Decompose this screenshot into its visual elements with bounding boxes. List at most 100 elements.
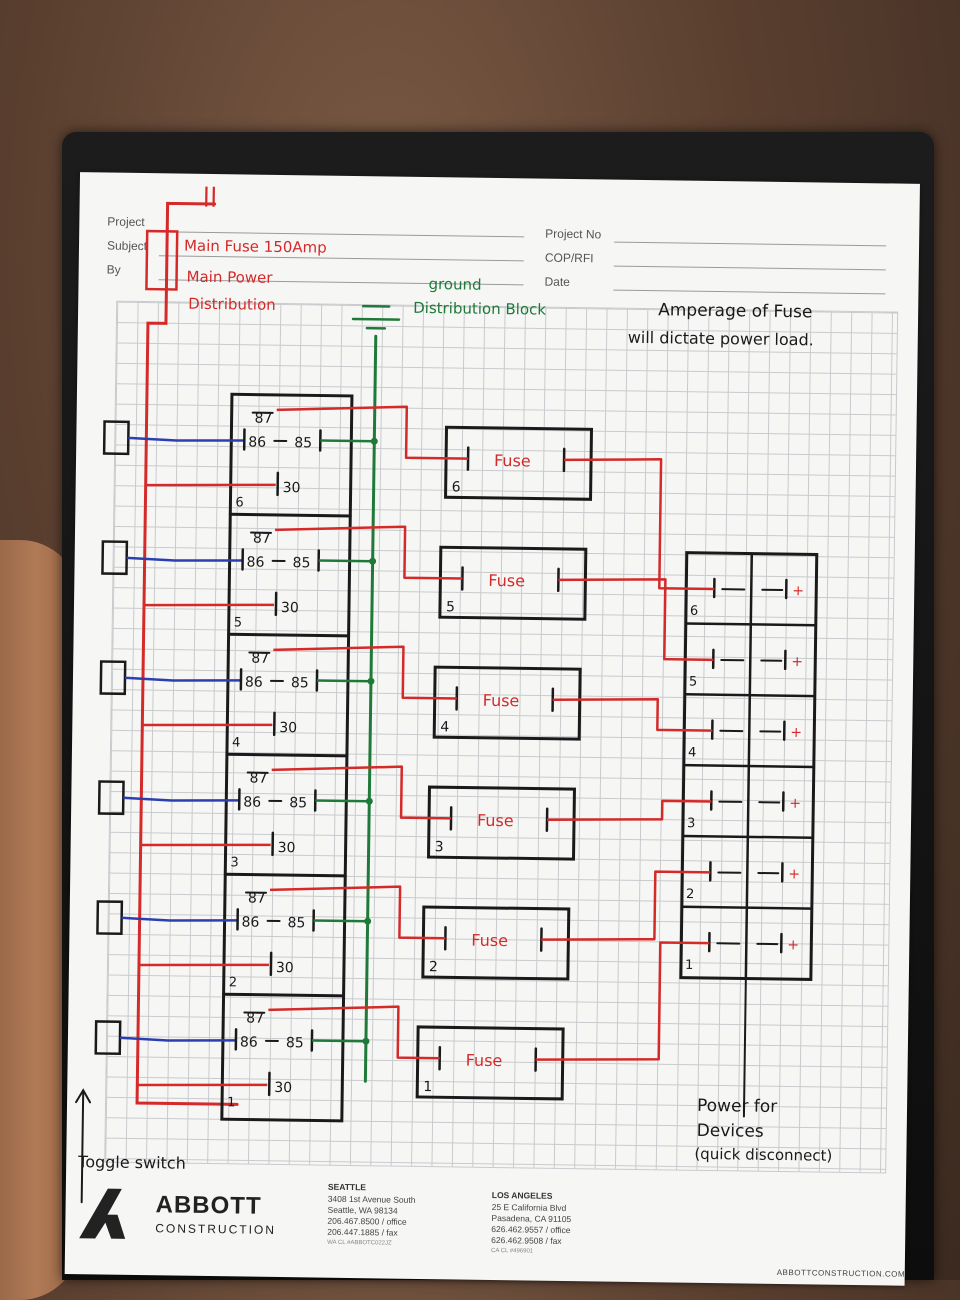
fuse-label: Fuse [471,931,508,951]
fuse-label: Fuse [488,571,525,591]
relay-number: 3 [230,855,238,870]
terminal-divider-row [683,836,813,838]
fuse-number: 1 [423,1079,432,1095]
fuse-number: 2 [429,959,438,975]
toggle-note: Toggle switch [77,1152,186,1173]
pin-85-label: 85 [289,795,307,811]
pin-30-label: 30 [279,720,297,736]
terminal-number: 5 [689,675,697,690]
terminal-number: 3 [687,816,695,831]
relay-divider [224,994,344,996]
ground-wire [315,800,369,801]
distribution-note: Distribution [188,295,276,314]
pin-30-feed [144,603,274,607]
pin-30-feed [142,723,272,727]
relay-number: 4 [232,735,240,750]
ground-bus [365,336,375,1081]
main-fuse-box [146,231,177,289]
la-title: LOS ANGELES [492,1190,553,1201]
pin-30-feed [141,843,271,847]
main-fuse-lead [167,203,214,229]
ground-block-note: Distribution Block [413,299,546,319]
relay-divider [225,874,345,876]
relay-divider [227,754,347,756]
amperage-note-2: will dictate power load. [628,328,814,350]
pin-30-label: 30 [281,600,299,616]
relay-number: 2 [229,975,237,990]
ground-wire [312,1040,366,1041]
pin-30-label: 30 [278,840,296,856]
terminal-divider-row [685,694,815,696]
main-fuse-note: Main Fuse 150Amp [184,237,327,257]
toggle-switch-box [104,422,128,454]
toggle-switch-box [101,661,125,693]
pin-86-label: 86 [246,555,264,571]
ground-junction [364,918,371,925]
terminal-number: 2 [686,887,694,902]
pin-30-feed [146,483,276,487]
power-note-2: Devices [697,1121,764,1142]
amperage-note-1: Amperage of Fuse [658,300,812,322]
la-license: CA CL #496901 [491,1248,533,1255]
relay-number: 6 [235,495,243,510]
relay-divider [230,514,350,516]
terminal-plus: + [790,725,802,741]
relay-divider [229,634,349,636]
fuse-label: Fuse [477,811,514,831]
fuse-number: 6 [452,479,461,495]
terminal-plus: + [787,937,799,953]
ground-junction [367,678,374,685]
pin-85-label: 85 [291,675,309,691]
pin-30-label: 30 [274,1080,292,1096]
ground-junction [371,438,378,445]
logo-wordmark: ABBOTT [155,1191,261,1220]
pin-85-label: 85 [292,555,310,571]
terminal-number: 4 [688,745,696,760]
seattle-title: SEATTLE [328,1182,366,1193]
pin-30-feed [139,963,269,967]
terminal-number: 6 [690,604,698,619]
terminal-divider-row [682,907,812,909]
pin-86-label: 86 [241,914,259,930]
ground-wire [320,441,374,442]
ground-junction [362,1038,369,1045]
fuse-number: 5 [446,599,455,615]
ground-wire [317,680,371,681]
terminal-plus: + [792,583,804,599]
pin-86-label: 86 [243,794,261,810]
ground-wire [319,561,373,562]
project-mark: || [203,183,218,207]
main-power-bus [137,228,249,1104]
pin-30-label: 30 [276,960,294,976]
relay-number: 5 [234,615,242,630]
fuse-to-terminal-wire [552,698,712,731]
fuse-number: 4 [440,719,449,735]
graph-paper-sheet: Project Subject By Project No COP/RFI Da… [65,172,920,1286]
ground-symbol-2 [353,319,399,320]
power-note-1: Power for [697,1096,777,1117]
ground-junction [366,798,373,805]
pin-86-label: 86 [248,435,266,451]
pin-30-feed [137,1083,267,1087]
pin-86-label: 86 [240,1034,258,1050]
fuse-number: 3 [435,839,444,855]
abbott-logo-icon [77,1184,154,1241]
pin-85-label: 85 [286,1035,304,1051]
logo-subtitle: CONSTRUCTION [155,1221,276,1237]
ground-note: ground [428,275,481,294]
terminal-plus: + [789,796,801,812]
seattle-address: 3408 1st Avenue South Seattle, WA 98134 … [327,1194,415,1239]
power-note-3: (quick disconnect) [694,1145,832,1165]
seattle-license: WA CL #ABBOTC022JZ [327,1240,392,1247]
pin-86-label: 86 [245,674,263,690]
pin-30-label: 30 [283,480,301,496]
la-address: 25 E California Blvd Pasadena, CA 91105 … [491,1202,571,1247]
pin-85-label: 85 [287,915,305,931]
ground-junction [369,558,376,565]
website-url: ABBOTTCONSTRUCTION.COM [777,1268,905,1279]
main-power-note: Main Power [186,268,273,287]
terminal-divider-row [686,623,816,625]
ground-wire [314,920,368,921]
toggle-switch-box [97,901,121,933]
